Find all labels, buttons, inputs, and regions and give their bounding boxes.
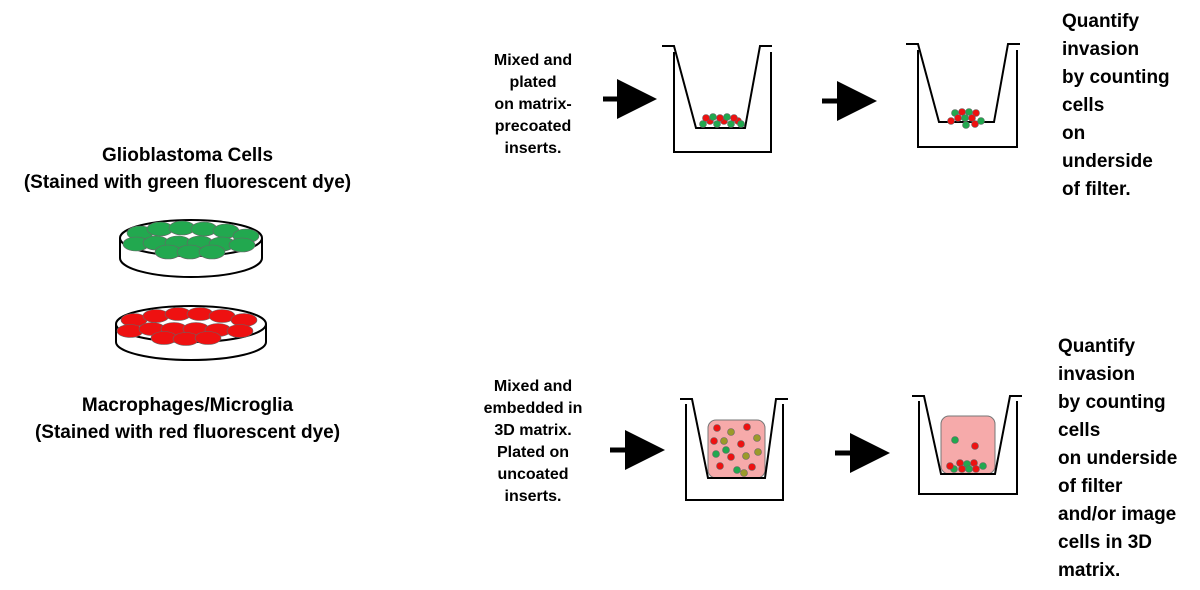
cell [968,114,976,122]
red-cell [194,331,222,345]
glioblastoma-title: Glioblastoma Cells [101,145,274,166]
green-cell [190,221,218,237]
top-insert-2-cells [947,108,985,129]
cell [712,450,720,458]
cell [737,120,745,128]
cell [971,442,979,450]
green-cell [228,237,256,253]
cell [961,114,969,122]
red-cell [116,324,144,338]
cell [720,437,728,445]
cell [972,109,980,117]
cell [699,120,707,128]
cell [743,423,751,431]
cell [737,440,745,448]
bottom-insert-2-cells [946,436,987,473]
red-cell [226,324,254,338]
cell [730,114,738,122]
bottom-insert-1 [680,398,788,501]
cell [979,462,987,470]
cell [972,465,980,473]
cell [748,463,756,471]
red-cell [142,309,170,323]
cell [722,446,730,454]
green-petri-dish [119,219,263,278]
cell [977,117,985,125]
bottom-step-label: Mixed and embedded in 3D matrix. Plated … [483,378,583,505]
macrophage-title: Macrophages/Microglia [81,395,294,416]
top-insert-1 [662,45,772,153]
cell [710,437,718,445]
bottom-insert-2 [912,395,1022,495]
glioblastoma-subtitle: (Stained with green fluorescent dye) [23,172,352,193]
bottom-insert-1-cells [710,423,762,477]
cell [713,424,721,432]
top-insert-1-cells [699,113,745,128]
cell [753,434,761,442]
cell [727,120,735,128]
cell [709,113,717,121]
bottom-result-label: Quantify invasion by counting cells on u… [1058,336,1178,581]
cell [702,114,710,122]
green-cell [198,244,226,260]
cell [951,436,959,444]
cell [716,114,724,122]
cell [962,121,970,129]
top-insert-2 [906,43,1020,148]
red-cell-layer [116,307,258,346]
cell [713,120,721,128]
cell [716,462,724,470]
red-petri-dish [115,305,267,361]
green-cell-layer [122,220,260,260]
cell [733,466,741,474]
red-cell [186,307,214,321]
cell [946,462,954,470]
cell [740,469,748,477]
top-result-label: Quantify invasion by counting cells on u… [1062,11,1170,200]
cell [754,448,762,456]
cell [742,452,750,460]
cell [727,453,735,461]
cell [727,428,735,436]
cell [723,113,731,121]
cell [971,120,979,128]
cell [958,465,966,473]
top-step-label: Mixed and plated on matrix- precoated in… [493,52,573,157]
cell [954,114,962,122]
cell [965,465,973,473]
macrophage-subtitle: (Stained with red fluorescent dye) [34,422,341,443]
cell [947,117,955,125]
